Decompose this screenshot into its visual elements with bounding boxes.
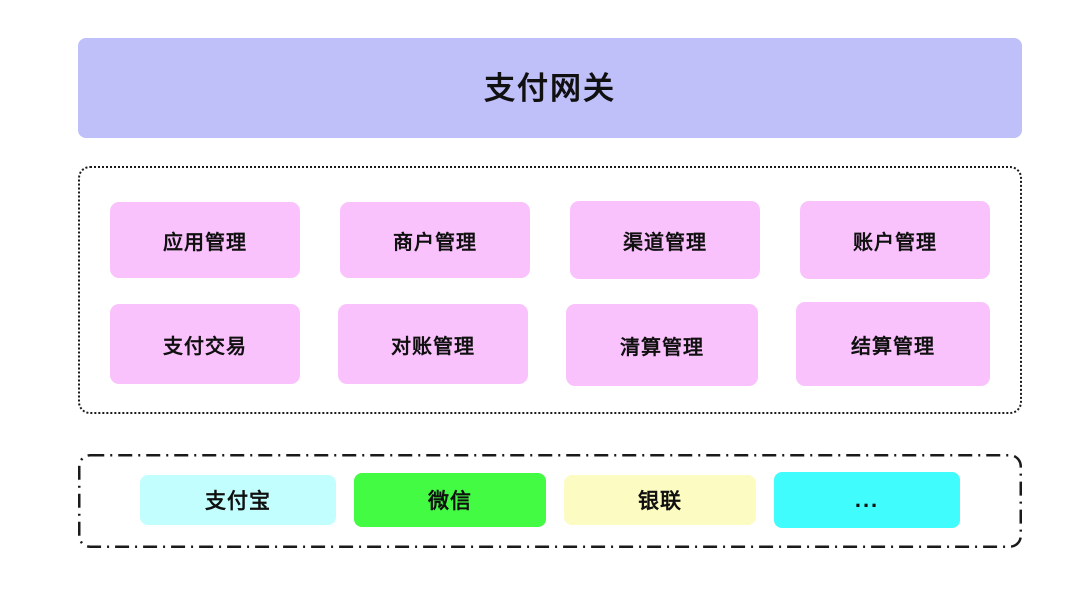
channel-label: ... — [854, 487, 880, 513]
module-label: 渠道管理 — [623, 231, 707, 254]
module-label: 清算管理 — [620, 336, 704, 359]
module-label: 账户管理 — [853, 231, 937, 254]
module-box-channel-management[interactable]: 渠道管理 — [570, 201, 760, 279]
module-box-payment-transaction[interactable]: 支付交易 — [110, 304, 300, 384]
module-label: 支付交易 — [163, 335, 247, 358]
payment-gateway-bar: 支付网关 — [78, 38, 1022, 138]
channel-label: 银联 — [638, 490, 682, 513]
channels-row: 支付宝 微信 银联 ... — [78, 472, 1022, 528]
module-box-application-management[interactable]: 应用管理 — [110, 202, 300, 278]
module-label: 结算管理 — [851, 335, 935, 358]
module-label: 对账管理 — [391, 335, 475, 358]
channel-label: 支付宝 — [205, 490, 271, 513]
channel-box-more[interactable]: ... — [774, 472, 960, 528]
module-box-reconciliation-management[interactable]: 对账管理 — [338, 304, 528, 384]
channels-container: 支付宝 微信 银联 ... — [78, 454, 1022, 548]
module-label: 应用管理 — [163, 231, 247, 254]
channel-box-wechat[interactable]: 微信 — [354, 473, 546, 527]
modules-row-2: 支付交易 对账管理 清算管理 结算管理 — [80, 302, 1020, 386]
module-box-settlement-management[interactable]: 结算管理 — [796, 302, 990, 386]
modules-row-1: 应用管理 商户管理 渠道管理 账户管理 — [80, 200, 1020, 280]
modules-container: 应用管理 商户管理 渠道管理 账户管理 支付交易 对账管理 清算管理 — [78, 166, 1022, 414]
module-label: 商户管理 — [393, 231, 477, 254]
payment-gateway-title: 支付网关 — [484, 70, 616, 106]
channel-box-alipay[interactable]: 支付宝 — [140, 475, 336, 525]
module-box-account-management[interactable]: 账户管理 — [800, 201, 990, 279]
channel-box-unionpay[interactable]: 银联 — [564, 475, 756, 525]
module-box-clearing-management[interactable]: 清算管理 — [566, 304, 758, 386]
module-box-merchant-management[interactable]: 商户管理 — [340, 202, 530, 278]
channel-label: 微信 — [428, 490, 472, 513]
